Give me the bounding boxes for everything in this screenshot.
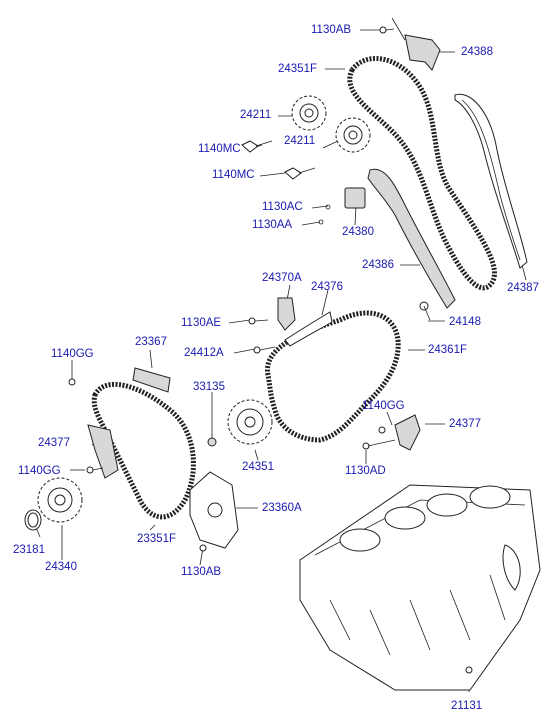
bolt-24412A	[253, 346, 276, 354]
timing-chain-middle	[265, 310, 401, 443]
chain-guide-right	[454, 93, 528, 269]
ring-23181	[24, 509, 42, 531]
washer-33135	[207, 437, 217, 447]
label-23351F: 23351F	[137, 533, 177, 545]
label-1140MC-b: 1140MC	[212, 169, 255, 181]
label-24377-a: 24377	[38, 437, 70, 449]
bolt-1140MC-a	[241, 140, 273, 153]
label-24387: 24387	[507, 282, 539, 294]
sprocket-24211-a	[291, 95, 327, 131]
tensioner-arm	[367, 168, 456, 309]
bolt-1140MC-b	[284, 167, 316, 180]
sprocket-24351	[227, 399, 273, 445]
label-24380: 24380	[342, 226, 374, 238]
bolt-1140GG-right	[362, 426, 396, 450]
label-24370A: 24370A	[262, 272, 302, 284]
label-24412A: 24412A	[184, 347, 224, 359]
label-1130AD: 1130AD	[345, 465, 386, 477]
bolt-1130AB-bottom	[199, 544, 207, 552]
label-1130AE: 1130AE	[181, 317, 222, 329]
sprocket-24340	[37, 477, 83, 523]
label-24361F: 24361F	[428, 344, 468, 356]
bolt-1140GG-left-b	[86, 466, 104, 474]
chain-guide-bracket	[404, 34, 441, 71]
label-1140GG-c: 1140GG	[18, 465, 61, 477]
label-1140GG-a: 1140GG	[51, 348, 94, 360]
bolt-1130AE	[248, 317, 269, 325]
label-1130AB-top: 1130AB	[311, 24, 352, 36]
label-1140GG-b: 1140GG	[362, 400, 405, 412]
chain-guide-24370A	[277, 297, 296, 331]
guide-24377-left	[87, 424, 119, 479]
label-33135: 33135	[193, 381, 225, 393]
hydraulic-tensioner	[318, 187, 366, 225]
engine-block	[299, 484, 541, 691]
sprocket-24211-b	[335, 117, 371, 153]
label-23367: 23367	[135, 336, 167, 348]
timing-chain-upper	[347, 56, 497, 291]
timing-chain-lower	[91, 381, 196, 520]
guide-23367	[132, 367, 171, 393]
label-24376: 24376	[311, 281, 343, 293]
label-24388: 24388	[461, 46, 493, 58]
label-21131: 21131	[451, 700, 483, 712]
label-24340: 24340	[45, 561, 77, 573]
label-1130AB-bottom: 1130AB	[181, 566, 222, 578]
guide-24377-right	[394, 414, 421, 451]
label-1130AA: 1130AA	[252, 219, 293, 231]
label-24211-b: 24211	[284, 135, 316, 147]
lever-24376	[284, 311, 333, 347]
label-1140MC-a: 1140MC	[198, 143, 241, 155]
label-24211-a: 24211	[240, 109, 272, 121]
label-1130AC: 1130AC	[262, 201, 303, 213]
label-24351: 24351	[242, 461, 274, 473]
label-24351F-top: 24351F	[278, 63, 318, 75]
label-23360A: 23360A	[262, 502, 302, 514]
bolt-1140GG-left-a	[68, 378, 76, 386]
label-24377-b: 24377	[449, 418, 481, 430]
label-23181: 23181	[13, 544, 45, 556]
label-24386: 24386	[362, 259, 394, 271]
housing-23360A	[189, 471, 239, 549]
bolt-1130AB-top	[379, 26, 395, 34]
bolt-24148	[419, 301, 431, 321]
label-24148: 24148	[449, 316, 481, 328]
